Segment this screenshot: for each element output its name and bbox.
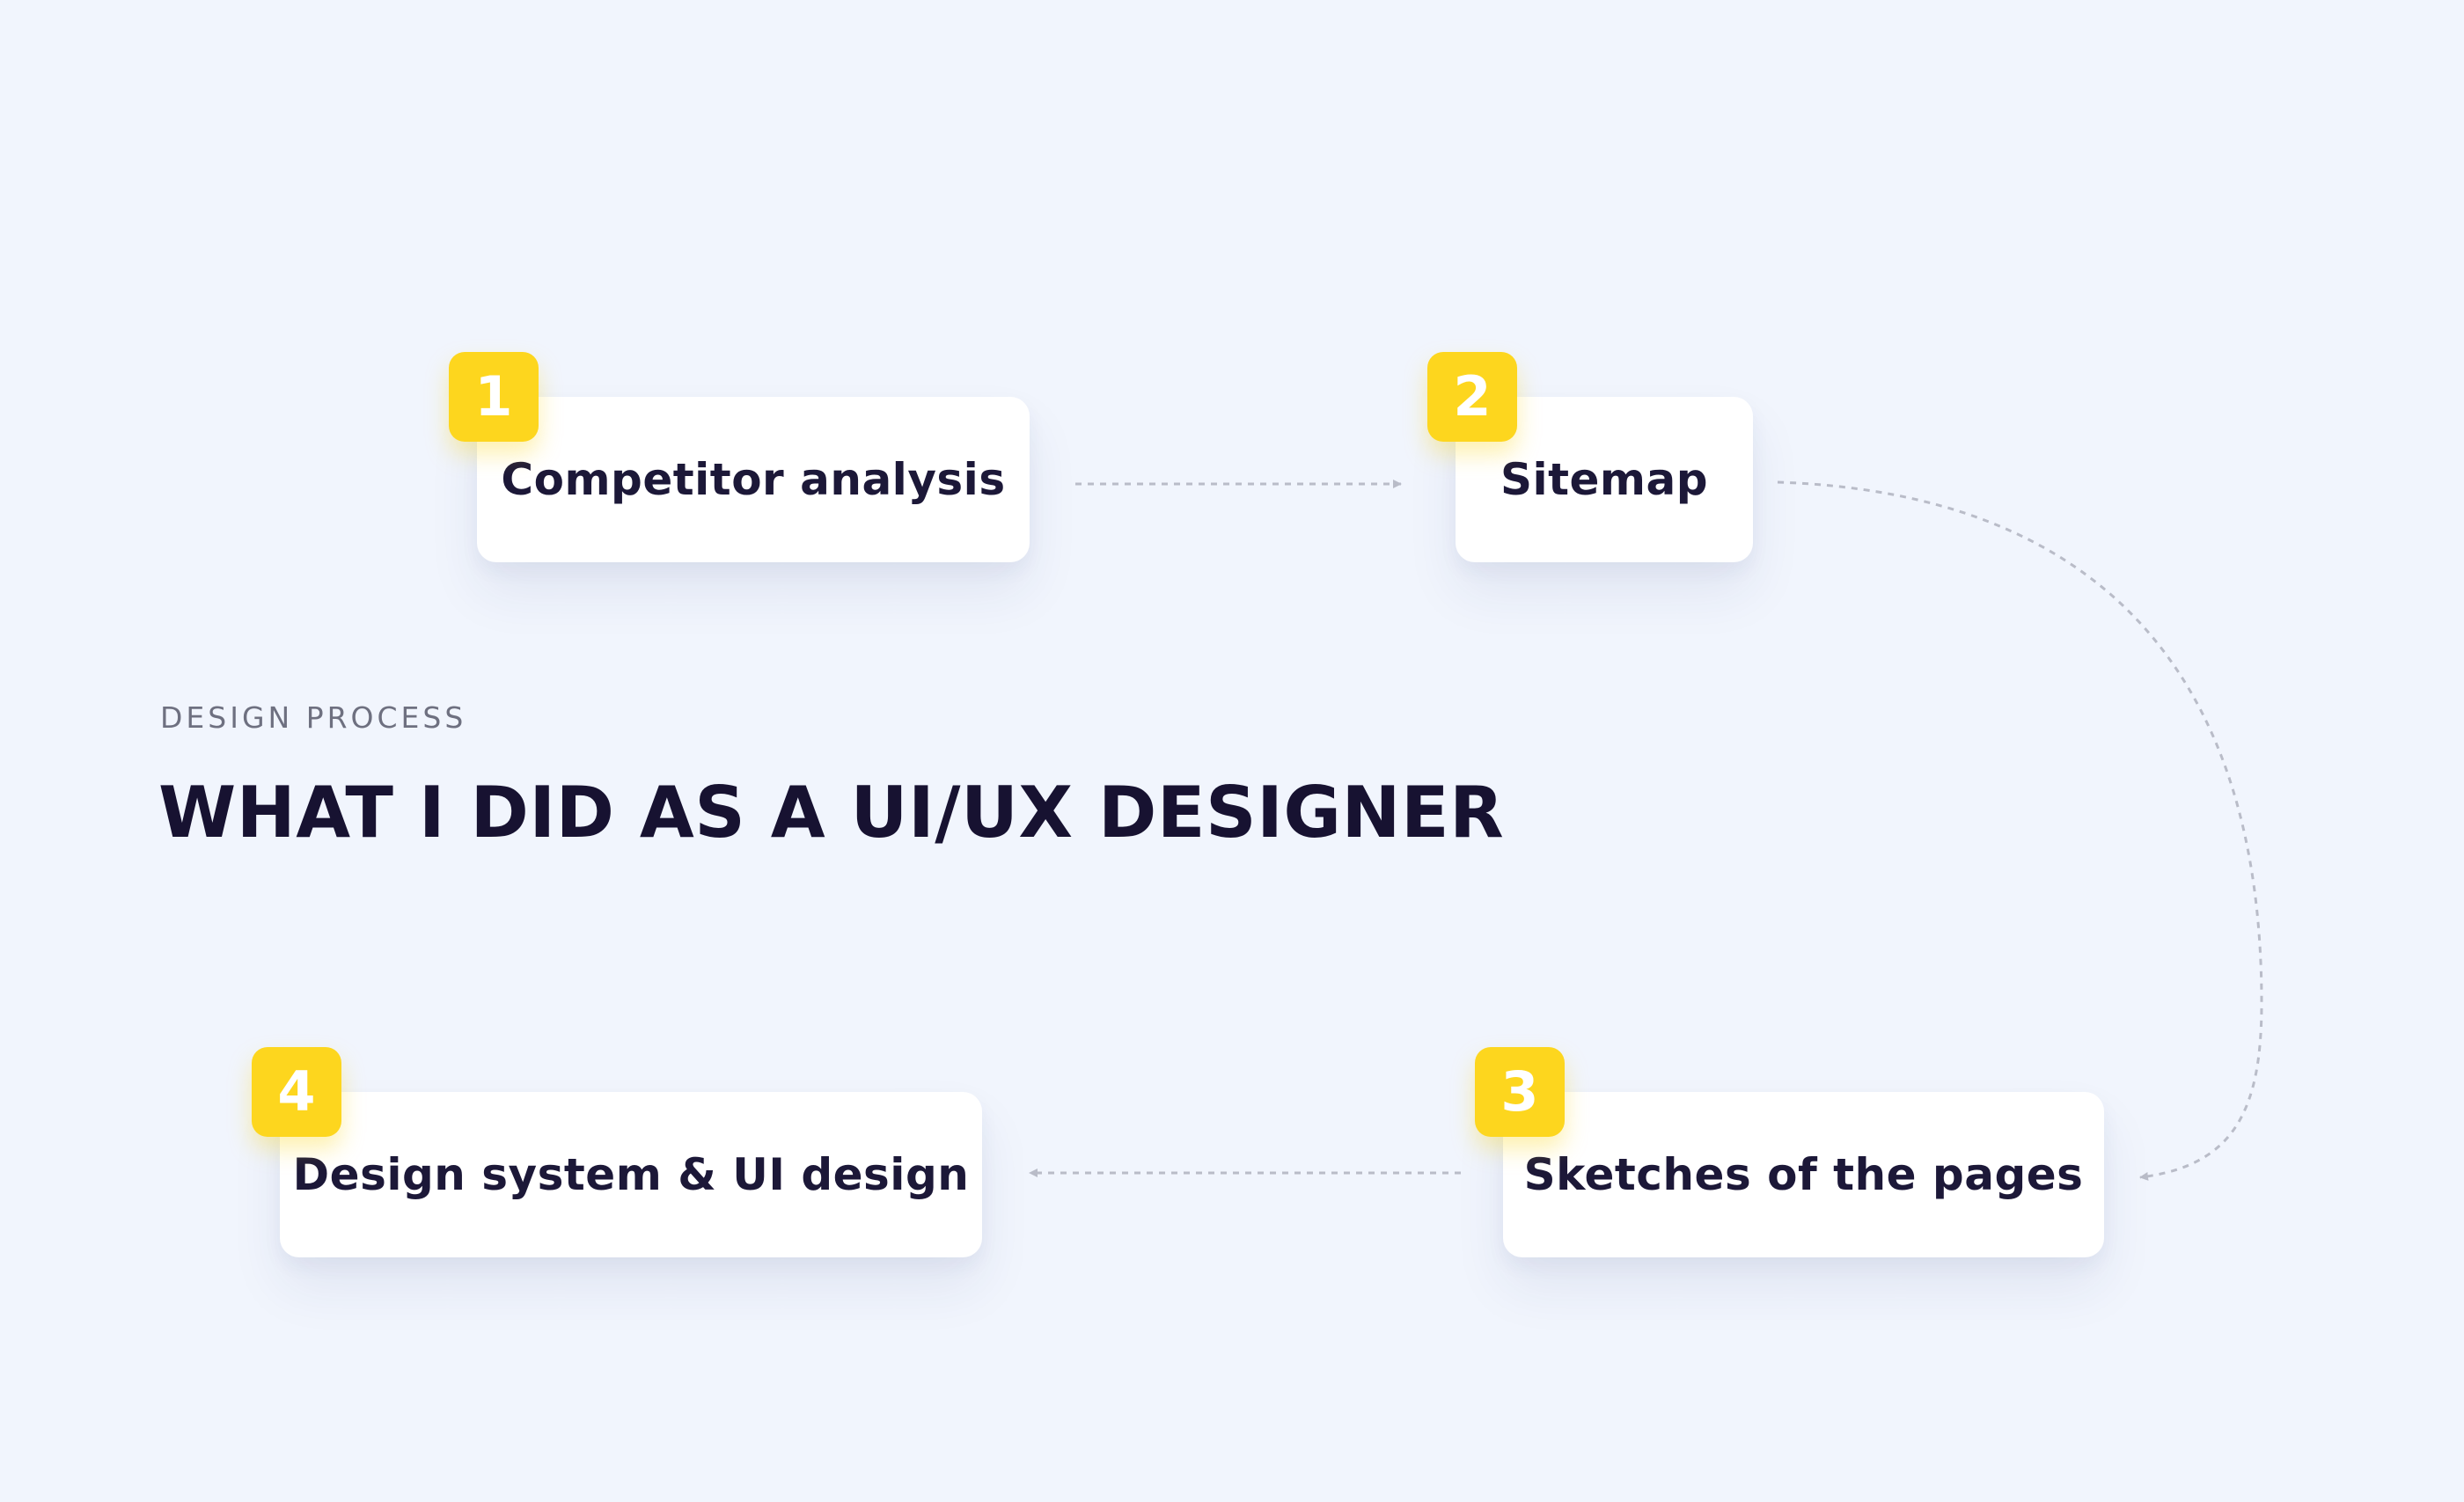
step-card-competitor-analysis: Competitor analysis xyxy=(477,397,1030,562)
step-card-design-system: Design system & UI design xyxy=(280,1092,982,1257)
section-title: WHAT I DID AS A UI/UX DESIGNER xyxy=(158,772,1505,854)
step-label: Sketches of the pages xyxy=(1523,1149,2084,1200)
step-number: 1 xyxy=(474,364,513,429)
step-number: 2 xyxy=(1453,364,1492,429)
step-label: Sitemap xyxy=(1500,454,1709,505)
step-card-sketches: Sketches of the pages xyxy=(1503,1092,2104,1257)
step-badge-2: 2 xyxy=(1427,352,1517,442)
step-label: Design system & UI design xyxy=(292,1149,970,1200)
step-badge-4: 4 xyxy=(252,1047,341,1137)
connector-2-to-3 xyxy=(1777,480,2263,1181)
step-badge-1: 1 xyxy=(449,352,539,442)
section-eyebrow: DESIGN PROCESS xyxy=(160,700,467,735)
step-number: 3 xyxy=(1500,1059,1539,1124)
step-number: 4 xyxy=(277,1059,316,1124)
step-label: Competitor analysis xyxy=(501,454,1006,505)
step-badge-3: 3 xyxy=(1475,1047,1565,1137)
